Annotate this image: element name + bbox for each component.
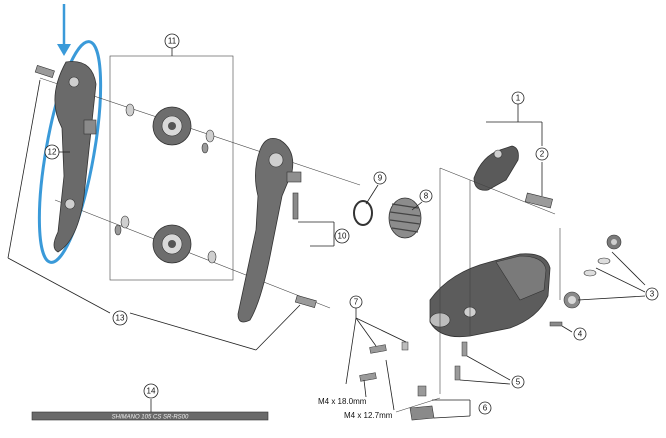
svg-text:9: 9: [378, 174, 383, 183]
callout-13: 13: [112, 310, 128, 326]
frame-line-2: [439, 167, 556, 215]
callout-7: 7: [349, 295, 363, 309]
svg-text:6: 6: [483, 404, 488, 413]
guide-pulley: [152, 106, 192, 146]
tension-spring: [388, 197, 422, 239]
tension-pulley: [152, 224, 192, 264]
callout-1: 1: [511, 91, 525, 105]
cage-stop-bolt: [294, 294, 317, 308]
cage-bolt: [34, 64, 55, 78]
svg-text:7: 7: [354, 298, 359, 307]
axis-line-lower: [54, 199, 331, 309]
cable-adjuster-parts: [563, 234, 622, 309]
svg-text:14: 14: [147, 387, 156, 396]
fixing-screws: [359, 341, 409, 382]
svg-text:8: 8: [424, 192, 429, 201]
svg-text:4: 4: [578, 330, 583, 339]
cable-text: SHIMANO 105 CS SR-RS00: [112, 415, 189, 421]
callout-3: 3: [645, 287, 659, 301]
callout-10: 10: [334, 228, 350, 244]
derailleur-body: [429, 253, 551, 338]
snap-ring: [353, 200, 373, 226]
callout-4: 4: [573, 327, 587, 341]
leader-lines: [7, 48, 646, 419]
callout-14: 14: [143, 383, 159, 399]
outer-cage-plate: [237, 137, 294, 323]
callout-2: 2: [535, 147, 549, 161]
svg-text:12: 12: [48, 148, 57, 157]
svg-text:10: 10: [338, 232, 347, 241]
svg-text:11: 11: [168, 37, 177, 46]
pulley-washers: [114, 103, 217, 264]
shift-cable: SHIMANO 105 CS SR-RS00: [31, 411, 269, 421]
screw-long-label: M4 x 18.0mm: [318, 397, 367, 406]
b-tension-screw: [409, 385, 435, 421]
stroke-adjust-screws: [454, 341, 468, 381]
screw-long-leader: [363, 379, 367, 398]
svg-text:1: 1: [516, 94, 521, 103]
svg-text:2: 2: [540, 150, 545, 159]
svg-text:5: 5: [516, 378, 521, 387]
callout-6: 6: [478, 401, 492, 415]
pulley-set-box: [109, 55, 234, 281]
inner-cage-plate: [53, 61, 97, 253]
mounting-bracket: [473, 145, 519, 191]
arrow-down-icon: [57, 4, 71, 56]
bracket-axle-bolt: [524, 192, 553, 209]
callout-9: 9: [373, 171, 387, 185]
callout-5: 5: [511, 375, 525, 389]
screw-short-label: M4 x 12.7mm: [344, 411, 393, 420]
cage-pin: [292, 192, 299, 220]
cable-fixing-screw: [549, 321, 563, 327]
callout-12: 12: [44, 144, 60, 160]
callout-8: 8: [419, 189, 433, 203]
cage-axle-cap: [286, 171, 302, 183]
callout-11: 11: [164, 33, 180, 49]
svg-text:3: 3: [650, 290, 655, 299]
screw-short-leader: [385, 359, 395, 411]
svg-text:13: 13: [116, 314, 125, 323]
